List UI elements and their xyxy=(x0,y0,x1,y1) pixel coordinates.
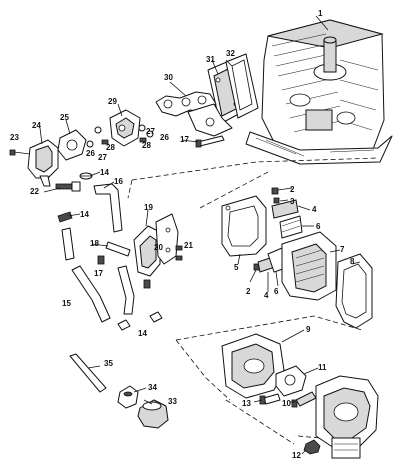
callout-6: 6 xyxy=(274,287,279,296)
callout-labels: 1 2 2 3 4 4 5 6 6 7 8 9 10 11 12 13 14 1… xyxy=(10,9,355,460)
hose-15-straight xyxy=(61,227,75,261)
rod-35 xyxy=(69,353,107,393)
callout-4: 4 xyxy=(312,205,317,214)
callout-26: 26 xyxy=(160,133,169,142)
callout-1: 1 xyxy=(318,9,323,18)
fittings-18-20 xyxy=(97,241,183,289)
hose-15-bent xyxy=(71,265,111,323)
callout-3: 3 xyxy=(290,197,295,206)
callout-30: 30 xyxy=(164,73,173,82)
callout-16: 16 xyxy=(114,177,123,186)
callout-27: 27 xyxy=(146,127,155,136)
hose-clamp-14-bottom xyxy=(117,311,163,331)
manifold-gasket-30 xyxy=(155,91,233,137)
callout-25: 25 xyxy=(60,113,69,122)
reed-block-7 xyxy=(281,231,337,301)
callout-leader-lines xyxy=(39,15,361,455)
gasket-11 xyxy=(275,365,307,397)
pump-body-24 xyxy=(27,139,59,187)
callout-9: 9 xyxy=(306,325,311,334)
fitting-14-left xyxy=(57,211,73,223)
callout-29: 29 xyxy=(108,97,117,106)
callout-31: 31 xyxy=(206,55,215,64)
callout-15: 15 xyxy=(62,299,71,308)
nut-12 xyxy=(303,439,321,455)
callout-2: 2 xyxy=(246,287,251,296)
fitting-22 xyxy=(55,181,81,192)
callout-17: 17 xyxy=(94,269,103,278)
callout-22: 22 xyxy=(30,187,39,196)
plug-34 xyxy=(117,385,139,409)
callout-13: 13 xyxy=(242,399,251,408)
washers-26-27-28 xyxy=(86,124,154,148)
callout-8: 8 xyxy=(350,257,355,266)
intake-manifold-9 xyxy=(221,333,285,399)
callout-26: 26 xyxy=(86,149,95,158)
callout-10: 10 xyxy=(282,399,291,408)
callout-20: 20 xyxy=(154,243,163,252)
carburetor-12 xyxy=(315,375,379,459)
callout-23: 23 xyxy=(10,133,19,142)
engine-block xyxy=(245,19,393,165)
callout-27: 27 xyxy=(98,153,107,162)
gasket-25 xyxy=(57,129,87,161)
callout-4: 4 xyxy=(264,291,269,300)
reed-plate-5 xyxy=(221,195,267,257)
callout-28: 28 xyxy=(142,141,151,150)
gasket-32 xyxy=(225,53,259,119)
callout-33: 33 xyxy=(168,397,177,406)
callout-24: 24 xyxy=(32,121,41,130)
callout-7: 7 xyxy=(340,245,345,254)
callout-14: 14 xyxy=(138,329,147,338)
callout-5: 5 xyxy=(234,263,239,272)
screw-13 xyxy=(259,393,281,405)
bolt-17-top xyxy=(195,135,225,148)
callout-19: 19 xyxy=(144,203,153,212)
callout-28: 28 xyxy=(106,143,115,152)
callout-2: 2 xyxy=(290,185,295,194)
plate-21 xyxy=(155,213,179,265)
callout-11: 11 xyxy=(318,363,327,372)
gasket-8 xyxy=(335,253,373,329)
callout-34: 34 xyxy=(148,383,157,392)
callout-32: 32 xyxy=(226,49,235,58)
hose-16 xyxy=(93,183,123,233)
callout-14: 14 xyxy=(100,168,109,177)
cap-33 xyxy=(137,399,169,429)
callout-6: 6 xyxy=(316,222,321,231)
bracket-19 xyxy=(133,225,161,277)
callout-17: 17 xyxy=(180,135,189,144)
screw-10 xyxy=(291,391,317,408)
callout-21: 21 xyxy=(184,241,193,250)
callout-14: 14 xyxy=(80,210,89,219)
callout-35: 35 xyxy=(104,359,113,368)
hose-16-lower xyxy=(117,265,135,315)
screw-23 xyxy=(9,149,31,156)
callout-18: 18 xyxy=(90,239,99,248)
callout-12: 12 xyxy=(292,451,301,460)
thermostat-housing-29 xyxy=(109,109,141,147)
